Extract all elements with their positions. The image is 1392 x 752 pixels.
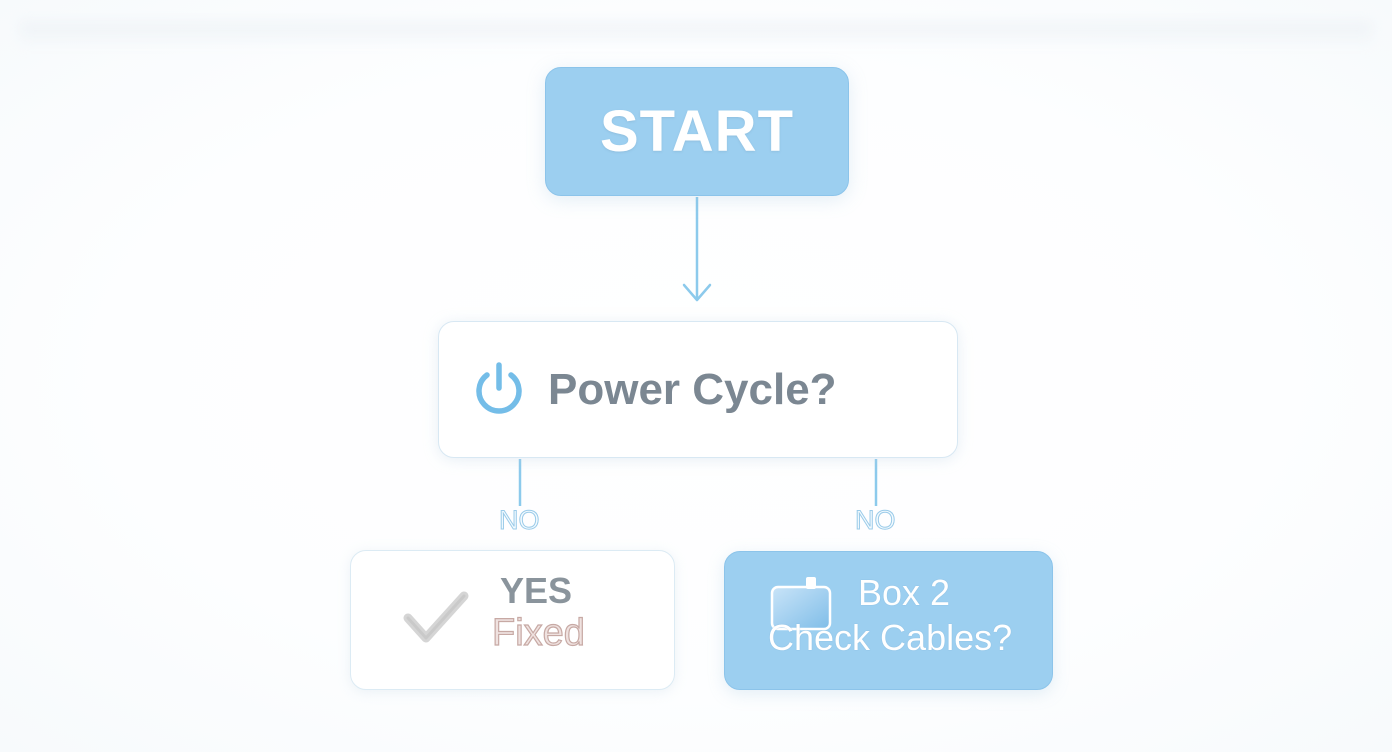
start-node[interactable]: START (545, 67, 849, 196)
check-cables-node[interactable] (724, 551, 1053, 690)
plug-icon (770, 577, 832, 631)
start-label: START (599, 99, 794, 164)
checkmark-icon (403, 591, 469, 643)
yes-label: YES (500, 570, 573, 611)
edge-label-no-left: NO (499, 505, 540, 536)
power-icon (476, 362, 522, 414)
arrowhead-icon (682, 283, 712, 302)
edge-label-no-right: NO (855, 505, 896, 536)
fixed-label: Fixed (491, 611, 585, 654)
top-shadow-band (20, 22, 1372, 48)
edge-start-to-power (682, 197, 712, 302)
power-cycle-node[interactable] (438, 321, 958, 458)
check-cables-label: Check Cables? (768, 617, 1013, 658)
power-cycle-label: Power Cycle? (548, 365, 837, 414)
box-2-label: Box 2 (858, 572, 951, 613)
